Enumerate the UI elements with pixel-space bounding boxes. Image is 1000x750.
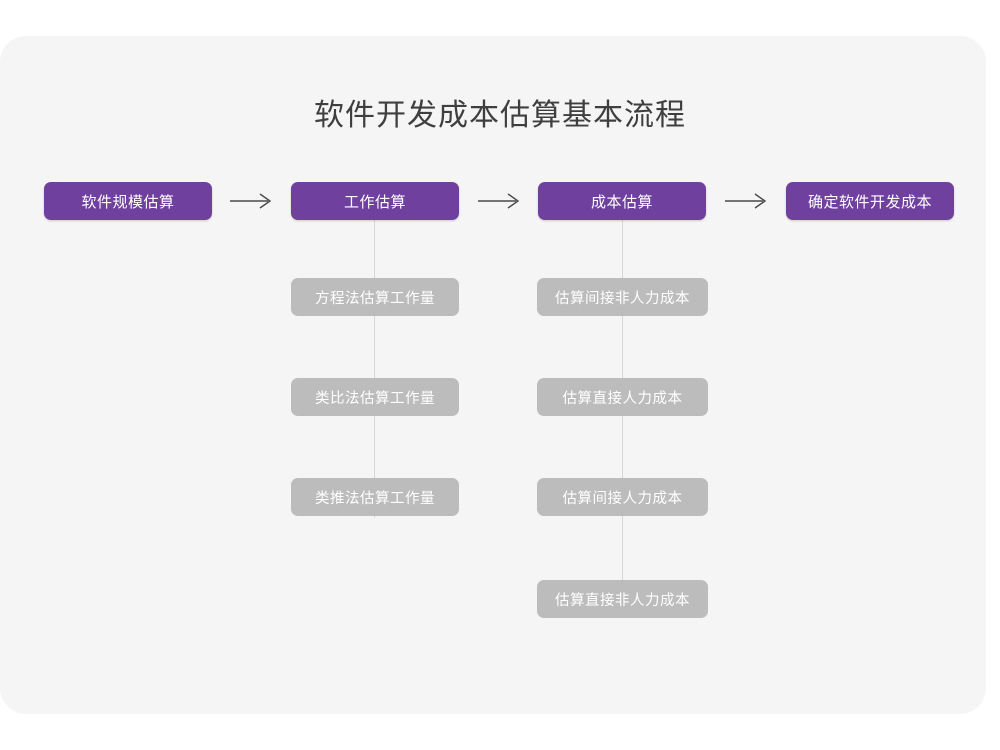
branch-item-label: 估算间接非人力成本 (555, 290, 690, 307)
branch-item-indirect-labor-cost[interactable]: 估算间接人力成本 (537, 478, 708, 516)
flow-step-label: 确定软件开发成本 (807, 193, 932, 211)
flow-step-software-scale-estimation[interactable]: 软件规模估算 (44, 182, 212, 220)
branch-item-work-inference-method[interactable]: 类推法估算工作量 (291, 478, 459, 516)
branch-item-label: 估算间接人力成本 (562, 490, 683, 507)
flow-step-label: 工作估算 (343, 193, 406, 211)
diagram-card (0, 36, 986, 714)
branch-item-label: 类推法估算工作量 (315, 490, 435, 507)
branch-item-work-equation-method[interactable]: 方程法估算工作量 (291, 278, 459, 316)
flow-step-work-estimation[interactable]: 工作估算 (291, 182, 459, 220)
arrow-right-icon (230, 191, 274, 211)
connector-work-trunk (374, 218, 375, 518)
flow-step-cost-estimation[interactable]: 成本估算 (538, 182, 706, 220)
flow-step-label: 成本估算 (590, 193, 653, 211)
branch-item-direct-labor-cost[interactable]: 估算直接人力成本 (537, 378, 708, 416)
connector-cost-trunk (622, 218, 623, 618)
page-title: 软件开发成本估算基本流程 (314, 99, 686, 132)
branch-item-label: 估算直接非人力成本 (555, 592, 690, 609)
branch-item-work-analogy-method[interactable]: 类比法估算工作量 (291, 378, 459, 416)
arrow-right-icon (478, 191, 522, 211)
branch-item-direct-nonlabor-cost[interactable]: 估算直接非人力成本 (537, 580, 708, 618)
branch-item-indirect-nonlabor-cost[interactable]: 估算间接非人力成本 (537, 278, 708, 316)
flow-step-determine-development-cost[interactable]: 确定软件开发成本 (786, 182, 954, 220)
branch-item-label: 方程法估算工作量 (315, 290, 435, 307)
flow-step-label: 软件规模估算 (81, 193, 175, 211)
branch-item-label: 估算直接人力成本 (562, 390, 683, 407)
branch-item-label: 类比法估算工作量 (315, 390, 435, 407)
arrow-right-icon (725, 191, 769, 211)
